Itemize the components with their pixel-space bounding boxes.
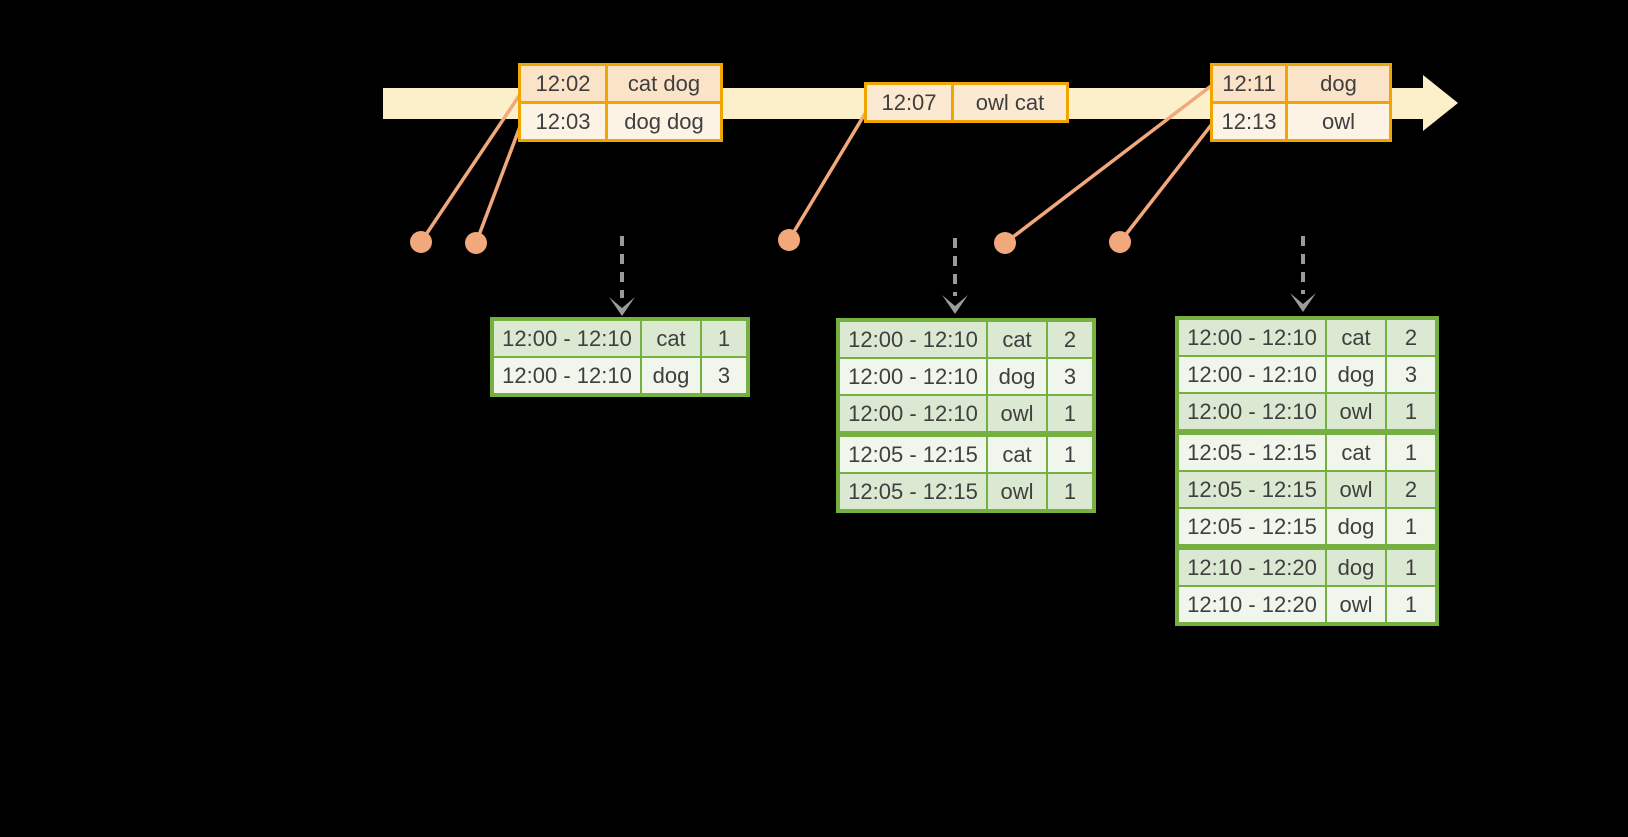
event-time-cell: 12:02 — [521, 66, 605, 101]
arrow-down-icon — [942, 295, 968, 314]
connector-line — [787, 111, 868, 241]
connector-line — [419, 92, 523, 243]
event-dot — [1109, 231, 1131, 253]
count-cell: 1 — [1048, 437, 1092, 472]
trigger-arrows — [609, 236, 1316, 316]
result-row: 12:05 - 12:15 cat 1 — [840, 437, 1092, 472]
event-dot — [465, 232, 487, 254]
event-words-cell: owl cat — [954, 85, 1066, 120]
word-cell: dog — [642, 358, 700, 393]
arrow-down-icon — [1290, 293, 1316, 312]
window-cell: 12:05 - 12:15 — [840, 474, 986, 509]
connector-line — [1118, 122, 1214, 244]
window-cell: 12:00 - 12:10 — [840, 396, 986, 431]
word-cell: cat — [1327, 435, 1385, 470]
count-cell: 2 — [1387, 320, 1435, 355]
word-cell: cat — [988, 437, 1046, 472]
event-dot — [994, 232, 1016, 254]
count-cell: 1 — [1387, 509, 1435, 544]
count-cell: 1 — [1387, 587, 1435, 622]
result-row: 12:00 - 12:10 dog 3 — [1179, 357, 1435, 392]
event-row: 12:13 owl — [1213, 104, 1389, 139]
result-table-3: 12:00 - 12:10 cat 2 12:00 - 12:10 dog 3 … — [1175, 316, 1439, 626]
window-cell: 12:10 - 12:20 — [1179, 587, 1325, 622]
result-row: 12:05 - 12:15 cat 1 — [1179, 435, 1435, 470]
window-cell: 12:05 - 12:15 — [1179, 435, 1325, 470]
window-cell: 12:05 - 12:15 — [1179, 472, 1325, 507]
event-row: 12:11 dog — [1213, 66, 1389, 101]
event-dot — [778, 229, 800, 251]
event-row: 12:02 cat dog — [521, 66, 720, 101]
event-words-cell: dog dog — [608, 104, 720, 139]
connector-line — [1003, 84, 1213, 245]
result-row: 12:10 - 12:20 owl 1 — [1179, 587, 1435, 622]
connector-line — [474, 123, 523, 244]
arrow-down-icon — [609, 297, 635, 316]
window-cell: 12:00 - 12:10 — [1179, 357, 1325, 392]
event-time-cell: 12:11 — [1213, 66, 1285, 101]
timeline-arrowhead-icon — [1423, 75, 1458, 131]
window-cell: 12:00 - 12:10 — [840, 359, 986, 394]
window-cell: 12:00 - 12:10 — [840, 322, 986, 357]
word-cell: cat — [642, 321, 700, 356]
result-row: 12:05 - 12:15 owl 2 — [1179, 472, 1435, 507]
window-cell: 12:05 - 12:15 — [1179, 509, 1325, 544]
result-row: 12:05 - 12:15 owl 1 — [840, 474, 1092, 509]
result-row: 12:00 - 12:10 owl 1 — [840, 396, 1092, 431]
result-row: 12:00 - 12:10 dog 3 — [494, 358, 746, 393]
result-row: 12:00 - 12:10 dog 3 — [840, 359, 1092, 394]
result-row: 12:00 - 12:10 owl 1 — [1179, 394, 1435, 429]
window-cell: 12:05 - 12:15 — [840, 437, 986, 472]
event-time-cell: 12:03 — [521, 104, 605, 139]
result-row: 12:05 - 12:15 dog 1 — [1179, 509, 1435, 544]
count-cell: 3 — [1048, 359, 1092, 394]
result-row: 12:00 - 12:10 cat 2 — [840, 322, 1092, 357]
event-table-2: 12:07 owl cat — [864, 82, 1069, 123]
event-row: 12:07 owl cat — [867, 85, 1066, 120]
count-cell: 1 — [1048, 474, 1092, 509]
event-time-cell: 12:13 — [1213, 104, 1285, 139]
word-cell: cat — [988, 322, 1046, 357]
word-cell: dog — [1327, 509, 1385, 544]
count-cell: 2 — [1048, 322, 1092, 357]
count-cell: 1 — [1387, 435, 1435, 470]
window-cell: 12:00 - 12:10 — [494, 358, 640, 393]
event-dot — [410, 231, 432, 253]
window-cell: 12:10 - 12:20 — [1179, 550, 1325, 585]
event-words-cell: cat dog — [608, 66, 720, 101]
result-row: 12:00 - 12:10 cat 1 — [494, 321, 746, 356]
event-row: 12:03 dog dog — [521, 104, 720, 139]
event-words-cell: owl — [1288, 104, 1389, 139]
result-table-1: 12:00 - 12:10 cat 1 12:00 - 12:10 dog 3 — [490, 317, 750, 397]
word-cell: dog — [1327, 550, 1385, 585]
window-cell: 12:00 - 12:10 — [1179, 320, 1325, 355]
count-cell: 3 — [1387, 357, 1435, 392]
result-table-2: 12:00 - 12:10 cat 2 12:00 - 12:10 dog 3 … — [836, 318, 1096, 513]
count-cell: 1 — [702, 321, 746, 356]
word-cell: dog — [988, 359, 1046, 394]
event-table-1: 12:02 cat dog 12:03 dog dog — [518, 63, 723, 142]
word-cell: owl — [1327, 394, 1385, 429]
count-cell: 1 — [1387, 550, 1435, 585]
count-cell: 3 — [702, 358, 746, 393]
word-cell: owl — [988, 396, 1046, 431]
count-cell: 2 — [1387, 472, 1435, 507]
word-cell: dog — [1327, 357, 1385, 392]
connector-lines — [419, 84, 1214, 245]
event-table-3: 12:11 dog 12:13 owl — [1210, 63, 1392, 142]
word-cell: owl — [1327, 587, 1385, 622]
window-cell: 12:00 - 12:10 — [494, 321, 640, 356]
result-row: 12:00 - 12:10 cat 2 — [1179, 320, 1435, 355]
window-cell: 12:00 - 12:10 — [1179, 394, 1325, 429]
event-time-cell: 12:07 — [867, 85, 951, 120]
word-cell: owl — [1327, 472, 1385, 507]
word-cell: owl — [988, 474, 1046, 509]
count-cell: 1 — [1387, 394, 1435, 429]
word-cell: cat — [1327, 320, 1385, 355]
count-cell: 1 — [1048, 396, 1092, 431]
result-row: 12:10 - 12:20 dog 1 — [1179, 550, 1435, 585]
event-words-cell: dog — [1288, 66, 1389, 101]
